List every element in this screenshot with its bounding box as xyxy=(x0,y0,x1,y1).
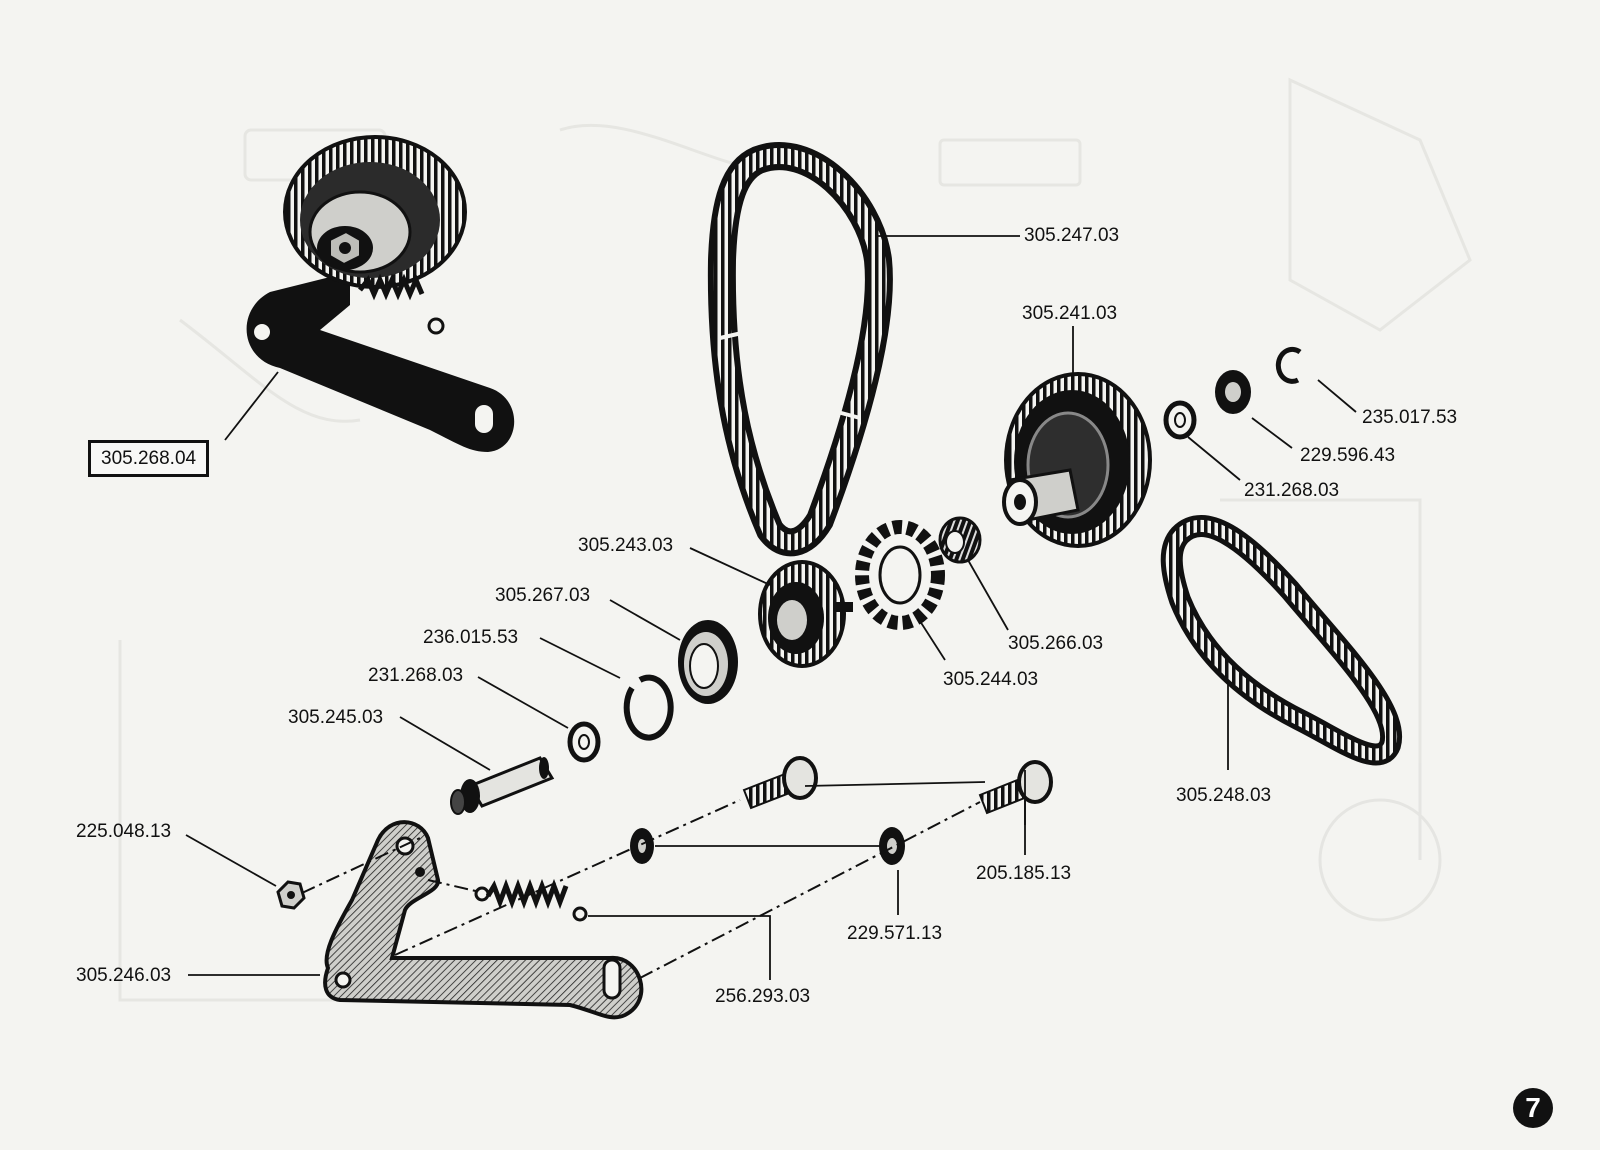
label-circlip: 236.015.53 xyxy=(423,627,519,648)
label-tensioner-assembly: 305.268.04 xyxy=(88,440,210,477)
large-pulley xyxy=(1002,372,1152,548)
leader-lines xyxy=(185,235,1357,980)
label-clip-right: 235.017.53 xyxy=(1362,407,1458,428)
lever-arm xyxy=(323,820,644,1020)
washer-bottom-left xyxy=(630,828,654,864)
label-shaft: 305.245.03 xyxy=(288,707,384,728)
label-small-washer-left: 231.268.03 xyxy=(368,665,464,686)
label-nut: 225.048.13 xyxy=(76,821,172,842)
screw-a xyxy=(742,756,818,810)
assembly-axes xyxy=(301,799,981,979)
tension-spring xyxy=(474,878,588,922)
screw-b xyxy=(978,760,1053,815)
label-small-washer-right: 231.268.03 xyxy=(1244,480,1340,501)
label-screw: 205.185.13 xyxy=(976,863,1072,884)
washer-small-left xyxy=(567,721,601,763)
shaft xyxy=(450,756,555,815)
tensioner-arm xyxy=(246,272,515,452)
washer-right xyxy=(1215,370,1251,414)
label-large-pulley: 305.241.03 xyxy=(1022,303,1118,324)
label-lever-arm: 305.246.03 xyxy=(76,965,172,986)
washer-bottom-right xyxy=(879,827,905,865)
washer-small-right xyxy=(1163,400,1197,440)
label-damper: 305.244.03 xyxy=(943,669,1039,690)
rubber-damper xyxy=(855,520,945,630)
tensioner-assembly xyxy=(246,135,515,452)
circlip xyxy=(623,674,674,741)
timing-belt-top xyxy=(707,142,893,557)
pulley-hub xyxy=(758,560,853,668)
label-washer-right: 229.596.43 xyxy=(1300,445,1396,466)
label-pulley-hub: 305.243.03 xyxy=(578,535,674,556)
spacer-ring xyxy=(678,620,738,704)
label-spacer-ring: 305.267.03 xyxy=(495,585,591,606)
label-spring: 256.293.03 xyxy=(715,986,811,1007)
label-bushing: 305.266.03 xyxy=(1008,633,1104,654)
bushing xyxy=(938,516,982,564)
hex-nut xyxy=(276,880,306,910)
page-number-badge: 7 xyxy=(1513,1088,1553,1128)
label-belt-top: 305.247.03 xyxy=(1024,225,1120,246)
tensioner-spring xyxy=(358,273,425,301)
clip-right xyxy=(1275,346,1302,384)
label-washer-bottom: 229.571.13 xyxy=(847,923,943,944)
label-belt-right: 305.248.03 xyxy=(1176,785,1272,806)
timing-belt-right xyxy=(1160,515,1403,766)
